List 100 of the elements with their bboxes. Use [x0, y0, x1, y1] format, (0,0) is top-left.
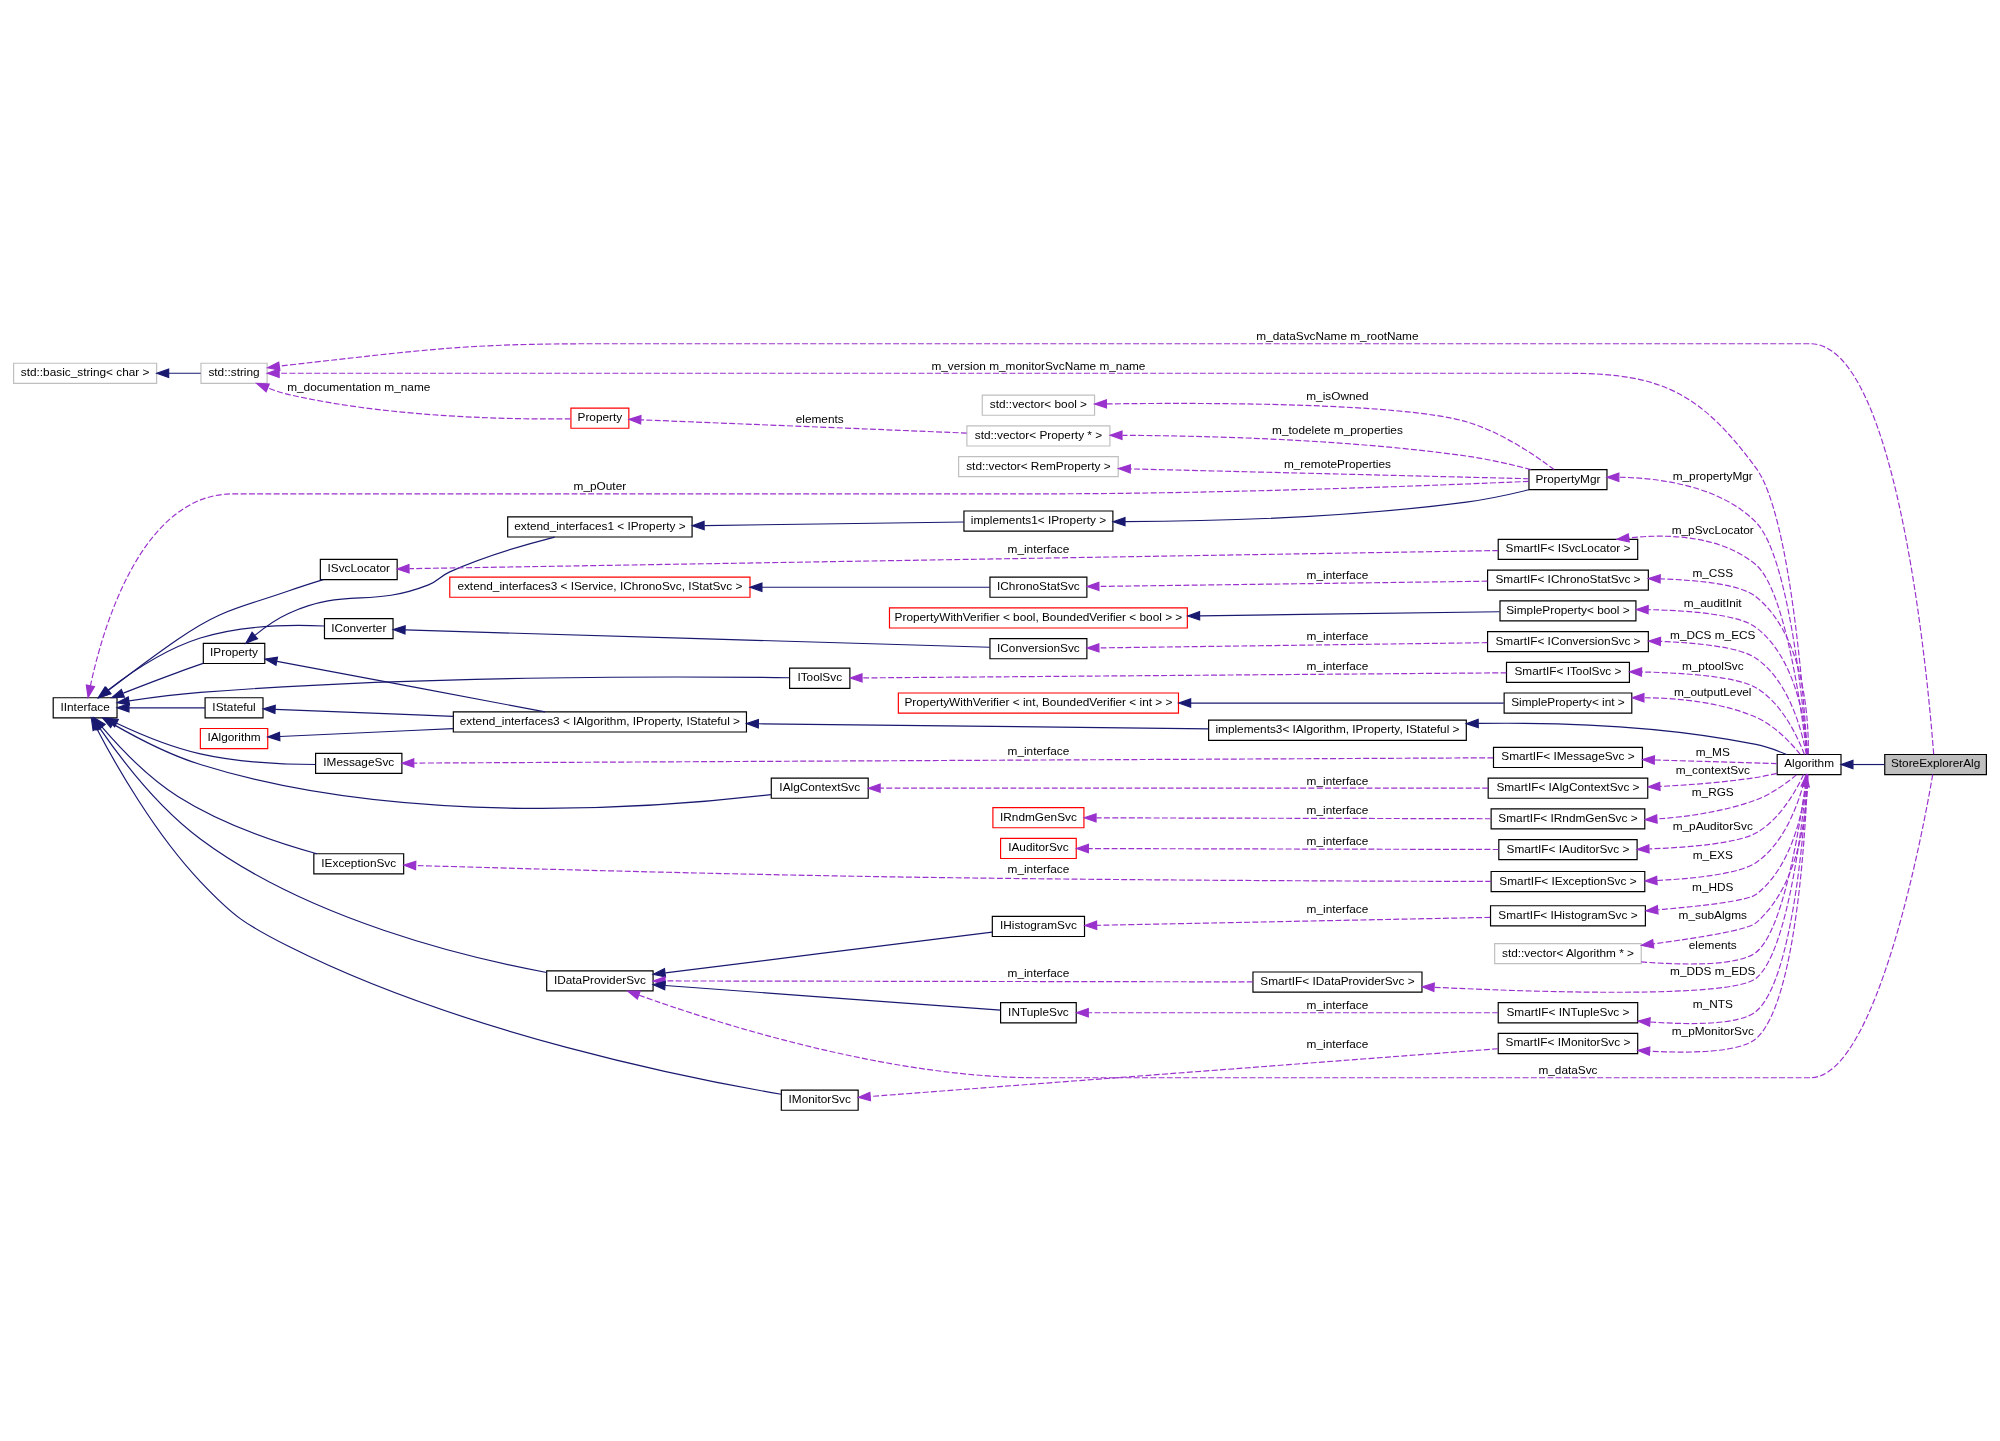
arrow: [1420, 774, 1808, 993]
arrow: [1627, 667, 1805, 755]
edge-label: m_interface: [1306, 833, 1369, 848]
arrow: [115, 702, 206, 713]
arrow: [1092, 398, 1555, 471]
edge-label: m_pAuditorSvc: [1672, 818, 1753, 833]
edge-label: m_RGS: [1691, 785, 1734, 800]
node-box: IStateful: [204, 697, 264, 719]
arrow: [651, 980, 1001, 1011]
edge-label: m_interface: [1007, 541, 1070, 556]
edge-label: m_DDS m_EDS: [1670, 963, 1756, 978]
node-box: PropertyWithVerifier < int, BoundedVerifier < int > >: [897, 692, 1180, 714]
arrow: [255, 382, 572, 420]
arrow: [1635, 774, 1805, 854]
node-box: IAlgorithm: [199, 727, 269, 750]
arrow: [266, 728, 454, 742]
edge-label: m_ptoolSvc: [1681, 658, 1744, 673]
edge-label: m_CSS: [1692, 565, 1734, 580]
arrow: [1643, 774, 1798, 824]
arrow: [1108, 430, 1532, 471]
edge-label: m_auditInit: [1683, 596, 1742, 611]
edge-label: m_version m_monitorSvcName m_name: [931, 358, 1146, 373]
edge-label: m_pMonitorSvc: [1671, 1024, 1754, 1039]
arrow: [395, 549, 1499, 574]
node-box: std::string: [200, 362, 268, 384]
arrow: [1082, 812, 1492, 823]
arrow: [1630, 692, 1801, 755]
arrow: [391, 625, 991, 648]
node-box: IAlgContextSvc: [770, 777, 869, 799]
arrow: [115, 676, 791, 706]
node-box: SmartIF< IAuditorSvc >: [1498, 839, 1638, 861]
node-box: SmartIF< IChronoStatSvc >: [1487, 569, 1649, 591]
node-box: IInterface: [52, 697, 118, 719]
arrow: [690, 520, 965, 531]
edge-label: m_contextSvc: [1675, 762, 1750, 777]
arrow: [110, 662, 204, 699]
edge-label: m_interface: [1306, 998, 1369, 1013]
node-box: SmartIF< IToolSvc >: [1505, 661, 1630, 683]
edge-label: m_dataSvcName m_rootName: [1256, 329, 1419, 344]
node-box: PropertyMgr: [1528, 469, 1608, 491]
edge-label: m_NTS: [1692, 997, 1733, 1012]
node-box: extend_interfaces3 < IAlgorithm, IProperty, IStateful >: [452, 711, 748, 733]
arrow: [155, 368, 202, 379]
edge-label: m_todelete m_properties: [1272, 422, 1403, 437]
arrow: [1646, 636, 1807, 755]
arrow: [651, 931, 993, 978]
node-box: IHistogramSvc: [991, 915, 1086, 938]
node-box: INTupleSvc: [1000, 1002, 1077, 1024]
arrow: [625, 774, 1934, 1079]
node-box: Property: [570, 407, 630, 429]
arrow: [1085, 642, 1488, 653]
node-box: SmartIF< IDataProviderSvc >: [1252, 971, 1423, 993]
edge-label: m_interface: [1306, 629, 1369, 644]
node-box: std::basic_string< char >: [13, 362, 158, 384]
arrow: [261, 704, 454, 717]
node-box: IExceptionSvc: [313, 853, 405, 875]
node-box: IToolSvc: [789, 667, 851, 689]
edge-label: m_pSvcLocator: [1671, 523, 1754, 538]
edge-label: m_documentation m_name: [287, 380, 431, 395]
arrow: [402, 860, 1492, 883]
edge-label: elements: [1688, 937, 1737, 952]
edge-label: m_interface: [1007, 862, 1070, 877]
edge-label: m_interface: [1306, 1037, 1369, 1052]
node-box: std::vector< Algorithm * >: [1494, 943, 1642, 965]
arrow: [1074, 843, 1499, 854]
edge-label: m_propertyMgr: [1672, 468, 1753, 483]
arrow: [1464, 718, 1788, 756]
edge-label: m_pOuter: [573, 479, 627, 494]
node-box: PropertyWithVerifier < bool, BoundedVerifier < bool > >: [888, 607, 1188, 629]
arrow: [1646, 573, 1809, 755]
edge-label: m_dataSvc: [1538, 1063, 1598, 1078]
arrow: [1605, 472, 1808, 755]
edge-label: m_interface: [1306, 567, 1369, 582]
node-box: SmartIF< IHistogramSvc >: [1489, 905, 1646, 927]
edge-label: m_EXS: [1692, 848, 1733, 863]
node-box: implements3< IAlgorithm, IProperty, IStateful >: [1208, 719, 1467, 741]
arrow: [748, 582, 991, 593]
edge-label: m_interface: [1007, 744, 1070, 759]
node-box: extend_interfaces1 < IProperty >: [507, 516, 693, 538]
node-box: SmartIF< ISvcLocator >: [1497, 538, 1639, 561]
arrow: [1640, 755, 1778, 765]
node-box: SmartIF< INTupleSvc >: [1497, 1002, 1639, 1024]
arrow: [1186, 610, 1501, 621]
arrow: [1116, 463, 1530, 480]
arrow: [1644, 774, 1808, 915]
arrow: [1643, 774, 1807, 886]
edge-label: m_interface: [1306, 902, 1369, 917]
node-box: IRndmGenSvc: [992, 807, 1085, 829]
edge-label: m_remoteProperties: [1283, 456, 1391, 471]
edge-label: m_interface: [1306, 658, 1369, 673]
edge-label: m_subAlgms: [1678, 908, 1747, 923]
arrow: [104, 717, 316, 766]
edge-label: m_interface: [1007, 966, 1070, 981]
node-box: IMessageSvc: [315, 752, 403, 774]
node-box: SmartIF< IConversionSvc >: [1487, 630, 1649, 653]
arrow: [1177, 698, 1505, 709]
edge-label: elements: [795, 411, 844, 426]
node-box: IChronoStatSvc: [989, 576, 1088, 598]
edge-label: m_DCS m_ECS: [1670, 628, 1756, 643]
edge-label: m_HDS: [1692, 880, 1734, 895]
